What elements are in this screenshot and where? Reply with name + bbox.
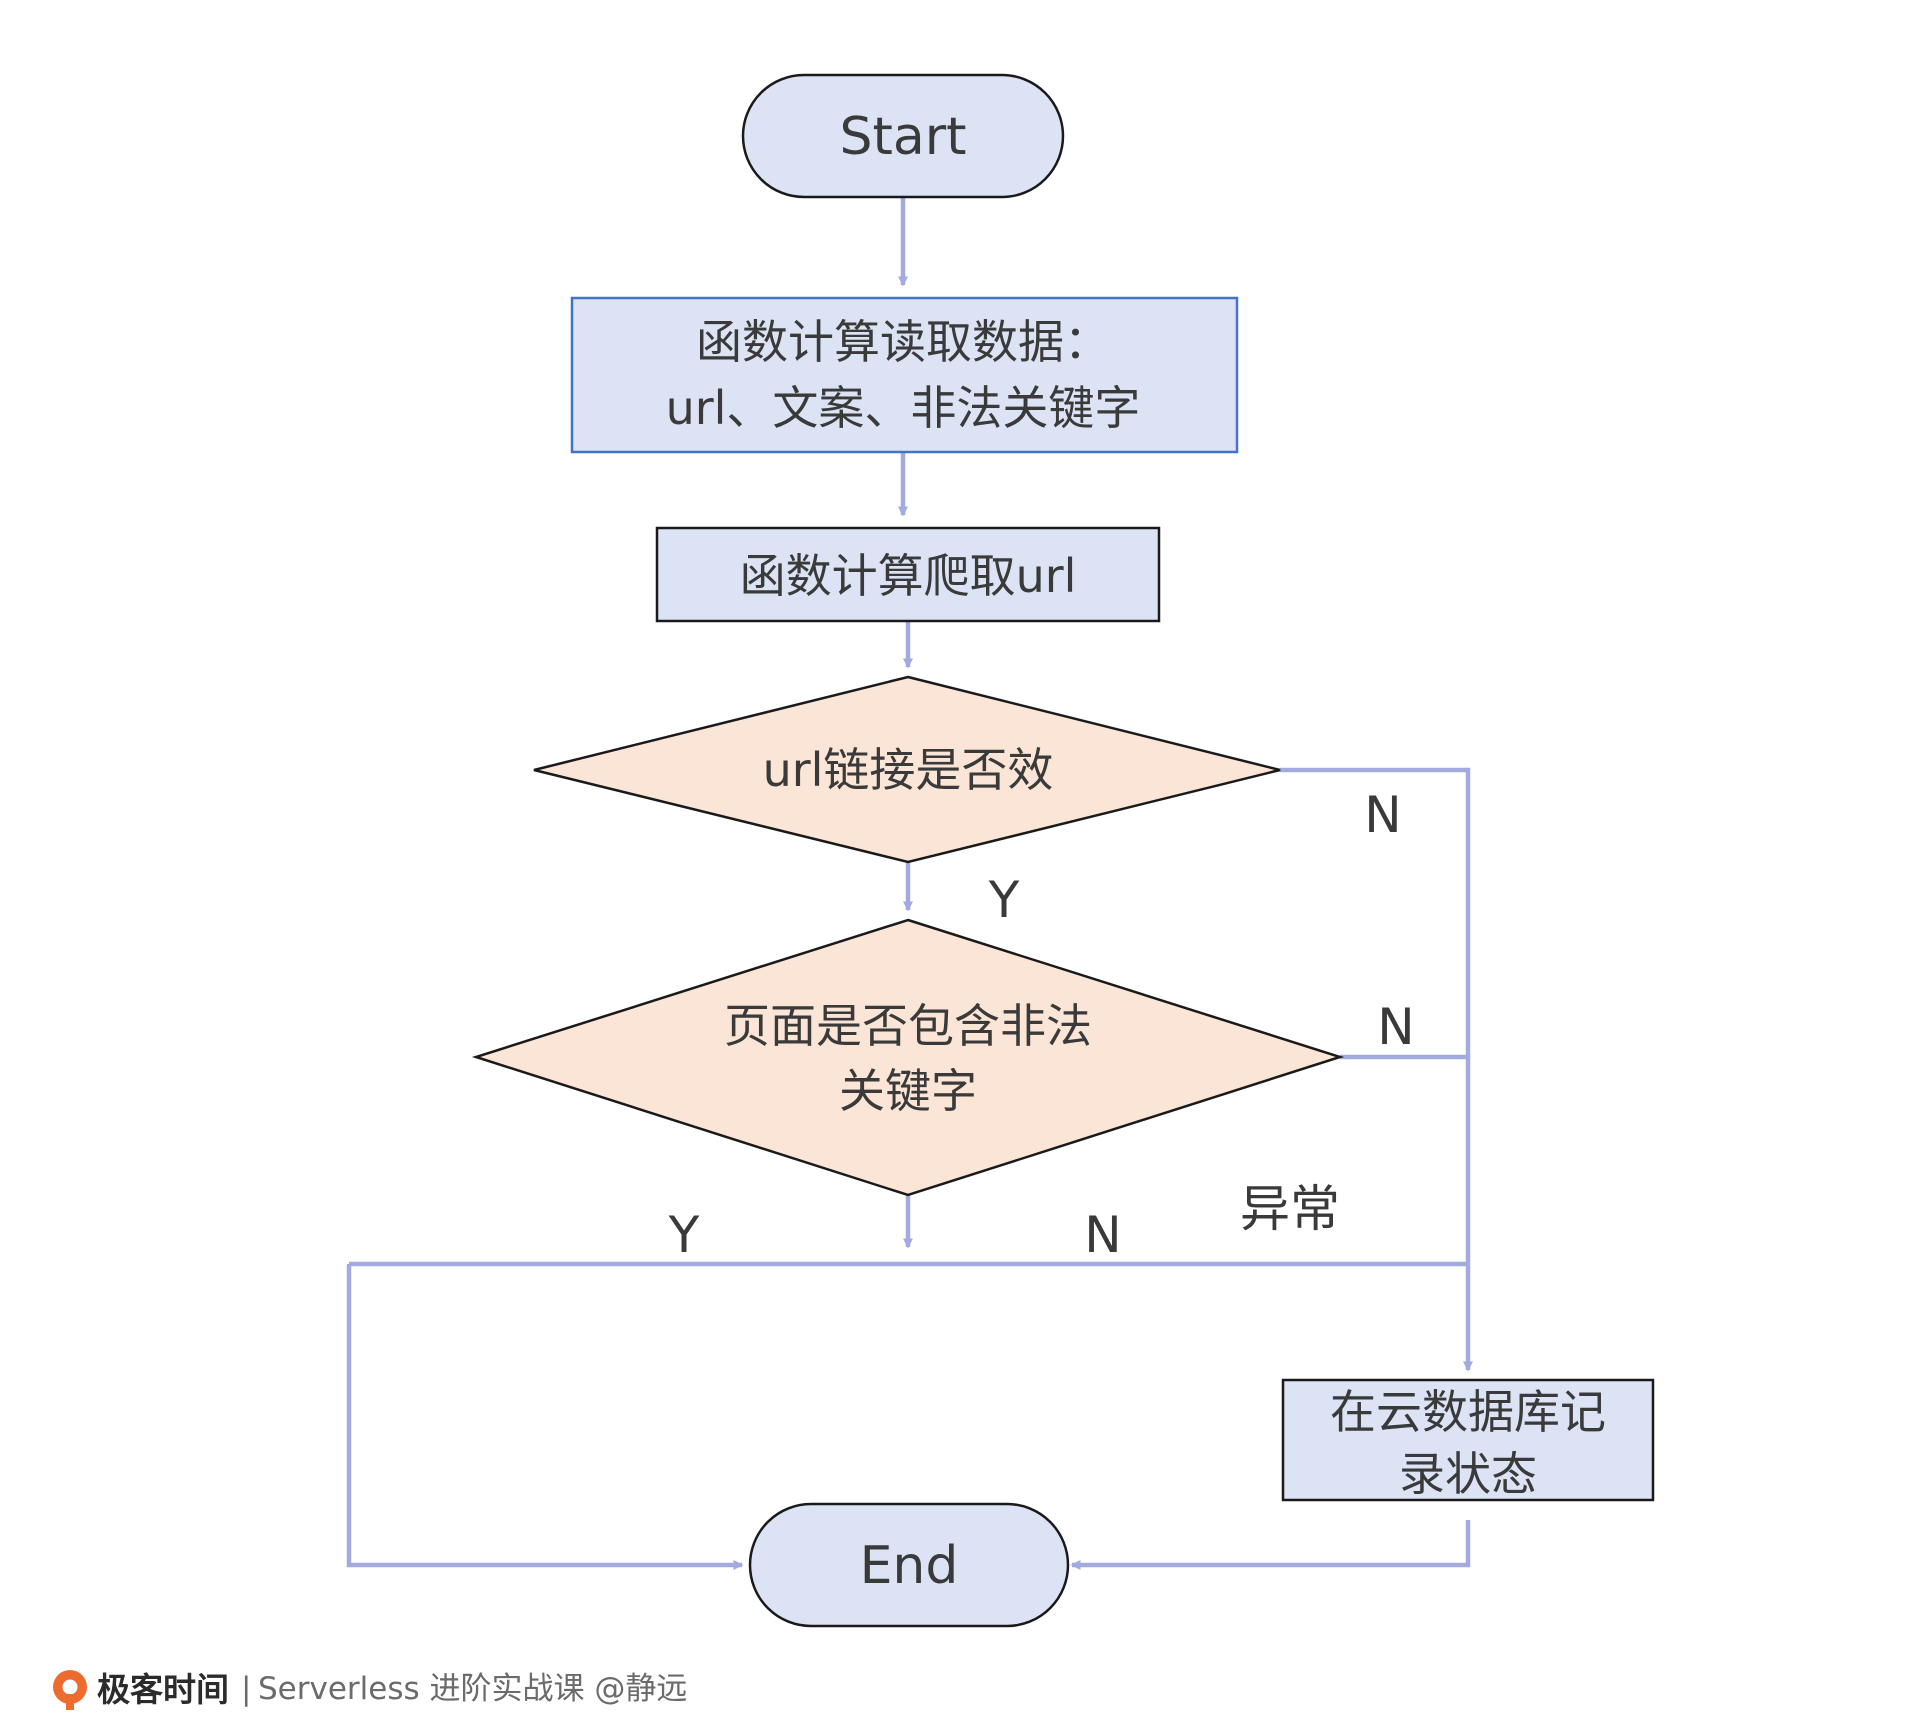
node-valid-url: url链接是否效 (533, 675, 1281, 864)
node-start: Start (741, 73, 1065, 199)
watermark: 极客时间 | Serverless 进阶实战课 @静远 (53, 1670, 687, 1710)
watermark-course: Serverless 进阶实战课 @静远 (258, 1671, 687, 1707)
node-crawl: 函数计算爬取url (655, 526, 1161, 623)
illegal-keyword-label-line2: 关键字 (839, 1064, 977, 1118)
watermark-separator: | (241, 1671, 251, 1707)
valid-url-label: url链接是否效 (763, 743, 1054, 797)
start-terminal-shape (741, 73, 1065, 199)
watermark-brand: 极客时间 (97, 1670, 229, 1709)
read-data-label-line1: 函数计算读取数据： (696, 315, 1110, 369)
label-valid-no: N (1364, 786, 1401, 844)
crawl-label: 函数计算爬取url (740, 549, 1077, 603)
read-data-process-shape (570, 296, 1239, 454)
illegal-keyword-decision-shape (471, 918, 1345, 1197)
node-end: End (748, 1502, 1070, 1628)
label-illegal-no-bottom: N (1084, 1206, 1121, 1264)
edge-labels: N Y N 异常 Y N (668, 786, 1415, 1264)
edges (346, 197, 1473, 1570)
label-illegal-yes: Y (668, 1206, 700, 1264)
illegal-keyword-label-line1: 页面是否包含非法 (724, 999, 1092, 1053)
node-read-data: 函数计算读取数据： url、文案、非法关键字 (570, 296, 1239, 454)
record-label-line1: 在云数据库记 (1330, 1385, 1606, 1439)
end-terminal-shape (748, 1502, 1070, 1628)
edge-left-to-end (346, 1264, 744, 1570)
edge-valid-no-right (1280, 767, 1473, 1372)
crawl-process-shape (655, 526, 1161, 623)
node-record: 在云数据库记 录状态 (1281, 1378, 1655, 1502)
edge-record-to-end (1070, 1520, 1471, 1570)
record-process-shape (1281, 1378, 1655, 1502)
start-label: Start (839, 107, 966, 167)
valid-url-decision-shape (533, 675, 1281, 864)
label-exception: 异常 (1240, 1180, 1340, 1238)
node-illegal-keyword: 页面是否包含非法 关键字 (471, 918, 1345, 1197)
record-label-line2: 录状态 (1399, 1447, 1537, 1501)
read-data-label-line2: url、文案、非法关键字 (666, 381, 1141, 435)
geekbang-logo-icon (53, 1670, 87, 1710)
end-label: End (860, 1536, 959, 1596)
label-valid-yes: Y (988, 871, 1020, 929)
label-illegal-no-right: N (1377, 998, 1414, 1056)
